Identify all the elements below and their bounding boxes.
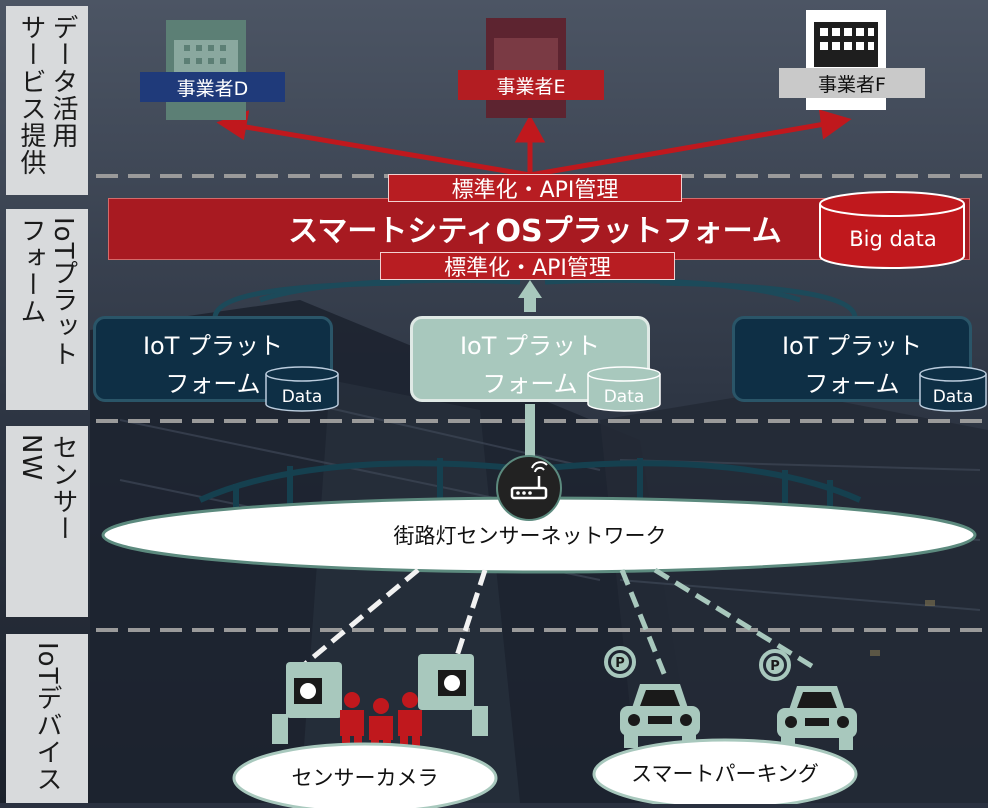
- layer-iot-devices-label: IoTデバイス: [32, 642, 62, 793]
- device-links: [303, 567, 817, 677]
- iot-platform-center: IoT プラット フォーム: [410, 316, 650, 402]
- data-cylinder-right: [919, 366, 987, 412]
- iot-platform-left: IoT プラット フォーム: [93, 316, 333, 402]
- red-arrows: [216, 109, 852, 178]
- parking-icon: P: [604, 646, 636, 678]
- layer-iot-platform: IoTプラット フォーム: [6, 209, 88, 410]
- sensor-network-label: 街路灯センサーネットワーク: [393, 524, 667, 548]
- big-data-label: Big data: [849, 227, 937, 251]
- layer-data-service-label: データ活用 サービス提供: [16, 14, 78, 176]
- smart-parking-label: スマートパーキング: [631, 762, 819, 786]
- platform-links: [212, 277, 858, 319]
- layer-sensor-nw-label: センサー NW: [16, 434, 78, 542]
- camera-icon: [418, 654, 488, 736]
- std-api-top: 標準化・API管理: [388, 174, 682, 203]
- data-cylinder-left: [265, 366, 339, 412]
- layer-sensor-nw: センサー NW: [6, 426, 88, 617]
- router-icon: [496, 455, 562, 521]
- std-api-bottom: 標準化・API管理: [380, 252, 675, 281]
- sensor-camera-label: センサーカメラ: [291, 766, 439, 790]
- car-icon: [620, 684, 700, 748]
- data-label-left: Data: [281, 387, 323, 407]
- layer-dividers: [96, 174, 988, 632]
- camera-icon: [272, 662, 342, 744]
- parking-icon: P: [759, 649, 791, 681]
- operator-f-label: 事業者F: [779, 68, 925, 98]
- building-icon: [166, 20, 246, 120]
- big-data-cylinder: [819, 191, 965, 269]
- building-icon: [486, 18, 566, 118]
- data-cylinder-center: [587, 366, 661, 412]
- data-label-center: Data: [603, 387, 645, 407]
- layer-iot-devices: IoTデバイス: [6, 634, 88, 803]
- os-platform-title: スマートシティOSプラットフォーム: [288, 214, 782, 249]
- operator-d-label: 事業者D: [140, 72, 285, 102]
- parking-oval: [592, 738, 858, 804]
- teal-arrows: [518, 280, 542, 464]
- layer-iot-platform-label: IoTプラット フォーム: [16, 217, 78, 368]
- data-label-right: Data: [932, 387, 974, 407]
- layer-data-service: データ活用 サービス提供: [6, 6, 88, 195]
- camera-oval: [232, 742, 498, 808]
- svg-text:P: P: [770, 659, 780, 674]
- operator-e-label: 事業者E: [458, 70, 604, 100]
- svg-text:P: P: [615, 656, 625, 671]
- car-icon: [777, 686, 857, 750]
